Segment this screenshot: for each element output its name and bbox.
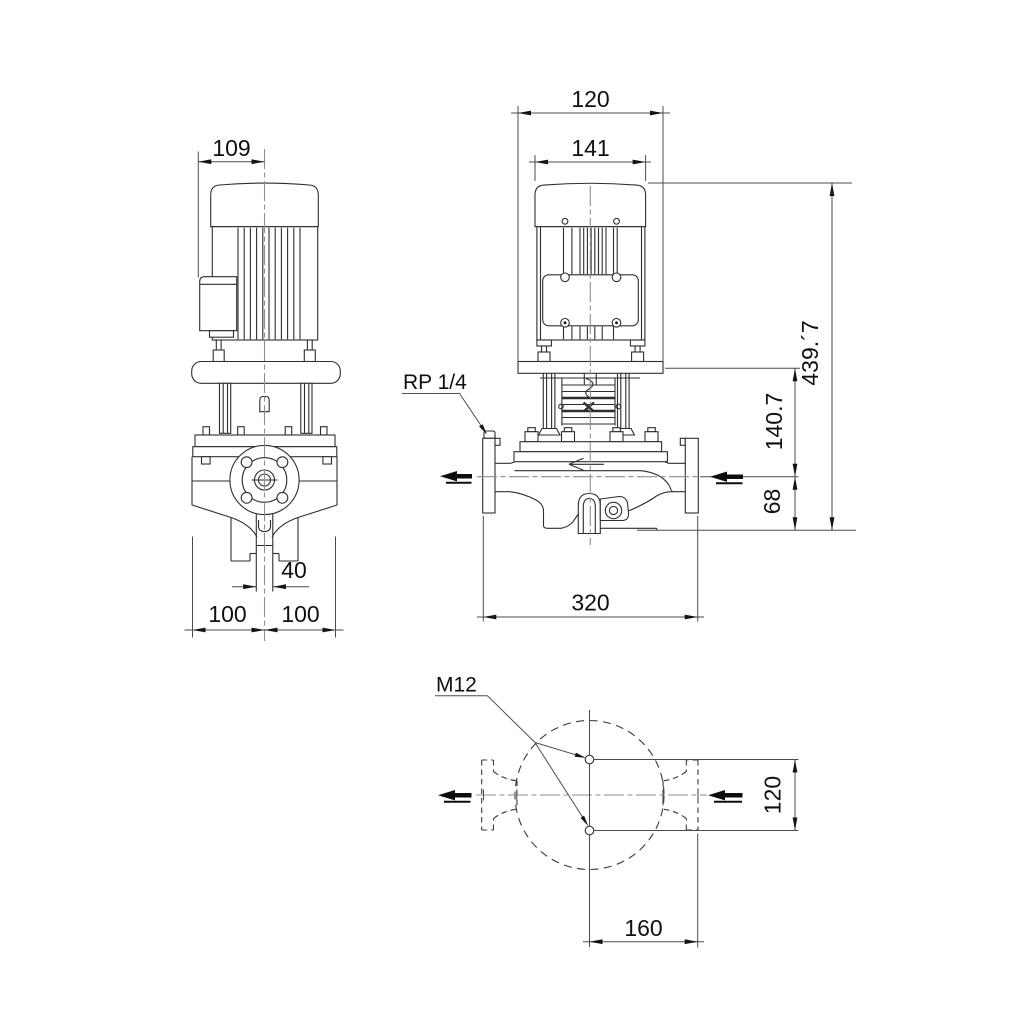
rp-boss <box>483 430 496 439</box>
dimension-109: 109 <box>197 135 265 278</box>
flow-arrows-plan <box>438 790 743 803</box>
dimension-100-100: 100 100 <box>184 536 344 638</box>
flow-direction-open-arrow <box>568 457 604 471</box>
dim-109-label: 109 <box>212 135 250 161</box>
discharge-flange-right <box>684 437 699 514</box>
flow-arrow-right-icon <box>710 471 743 482</box>
dimension-160: 160 <box>583 833 704 948</box>
motor-ribs <box>237 227 301 340</box>
dimension-120-top: 120 <box>511 86 670 362</box>
dim-100-right-label: 100 <box>281 601 319 627</box>
motor-front <box>199 182 319 363</box>
drain-pipe <box>255 513 274 592</box>
dim-140-7-label: 140.7 <box>761 393 787 451</box>
dim-120-plan-label: 120 <box>760 776 786 814</box>
dim-439-7-label: 439.´7 <box>797 320 823 385</box>
dimension-320: 320 <box>477 516 704 622</box>
dim-40-label: 40 <box>281 557 307 583</box>
dimension-140-7: 140.7 <box>665 367 800 477</box>
plan-view: 120 160 M12 <box>435 674 799 948</box>
dimension-120-plan: 120 <box>760 759 798 831</box>
dimension-439-7: 439.´7 <box>637 182 856 531</box>
front-view: 109 40 100 100 <box>184 135 344 641</box>
plan-flow-arrow-left-icon <box>438 790 472 801</box>
dim-160-label: 160 <box>624 915 662 941</box>
stool-plate <box>191 360 341 384</box>
dim-141-label: 141 <box>571 135 609 161</box>
rp-quarter-leader: RP 1/4 <box>402 371 489 436</box>
vent-plug <box>259 395 270 413</box>
plan-flow-arrow-right-icon <box>708 790 743 801</box>
m12-hole-top <box>584 754 595 765</box>
volute-side <box>482 430 699 535</box>
dim-320-label: 320 <box>571 590 609 616</box>
dimension-68: 68 <box>759 476 798 531</box>
flow-arrows-side <box>440 471 743 485</box>
dimension-40: 40 <box>232 557 309 590</box>
terminal-box <box>199 276 238 332</box>
m12-hole-bottom <box>584 825 595 836</box>
rp-quarter-label: RP 1/4 <box>403 371 467 394</box>
m12-leader: M12 <box>435 674 590 828</box>
m12-label: M12 <box>436 674 477 697</box>
flow-arrow-left-icon <box>440 471 472 482</box>
dim-120-top-label: 120 <box>571 86 609 112</box>
dimension-141: 141 <box>529 135 651 181</box>
dim-68-label: 68 <box>759 489 785 515</box>
motor-ribs-side <box>562 227 618 340</box>
side-view: 120 141 439.´7 140.7 <box>402 86 856 622</box>
terminal-box-base <box>208 330 235 338</box>
suction-flange-left <box>482 437 496 514</box>
dim-100-left-label: 100 <box>208 601 246 627</box>
